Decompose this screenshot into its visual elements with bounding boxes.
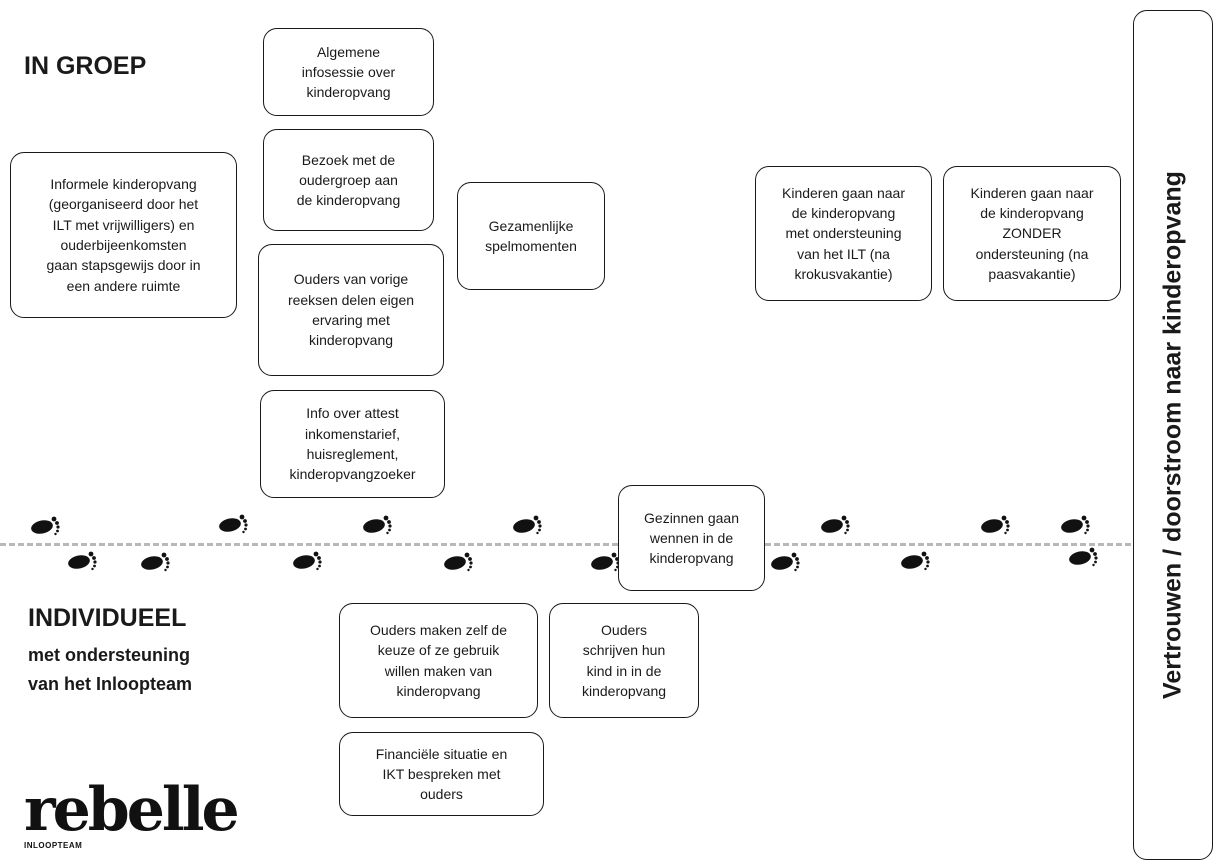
footprint-icon [31,516,60,536]
footprint-icon [444,552,473,572]
footprint-icon [981,515,1010,535]
footprint-icon [513,515,542,535]
footprint-icon [901,551,930,571]
step-gezinnen-wennen: Gezinnen gaan wennen in de kinderopvang [618,485,765,591]
footprint-icon [1069,547,1098,567]
footprint-icon [293,551,322,571]
footprint-icon [821,515,850,535]
footprint-icon [141,552,170,572]
footprint-icon [219,514,248,534]
logo-wordmark: rebelle [24,775,240,845]
footprint-icon [1061,515,1090,535]
rebelle-logo: rebelle INLOOPTEAM [24,780,254,860]
step-algemene-infosessie: Algemene infosessie over kinderopvang [263,28,434,116]
heading-individueel: INDIVIDUEEL [28,604,187,632]
step-gezamenlijke-spelmomenten: Gezamenlijke spelmomenten [457,182,605,290]
step-ouders-schrijven-in: Ouders schrijven hun kind in in de kinde… [549,603,699,718]
step-informele-kinderopvang: Informele kinderopvang (georganiseerd do… [10,152,237,318]
heading-individueel-subtitle: met ondersteuning van het Inloopteam [28,645,193,694]
step-financiele-situatie: Financiële situatie en IKT bespreken met… [339,732,544,816]
footprint-icon [363,515,392,535]
footprint-icon [771,552,800,572]
trust-side-label: Vertrouwen / doorstroom naar kinderopvan… [1158,171,1187,699]
step-ouders-maken-keuze: Ouders maken zelf de keuze of ze gebruik… [339,603,538,718]
step-kinderen-zonder-ondersteuning: Kinderen gaan naar de kinderopvang ZONDE… [943,166,1121,301]
footprint-icon [591,552,620,572]
step-ouders-vorige-reeksen: Ouders van vorige reeksen delen eigen er… [258,244,444,376]
footprint-icon [68,551,97,571]
step-info-attest: Info over attest inkomenstarief, huisreg… [260,390,445,498]
step-kinderen-met-ondersteuning: Kinderen gaan naar de kinderopvang met o… [755,166,932,301]
logo-subtitle: INLOOPTEAM [24,841,83,850]
trust-side-panel [1133,10,1213,860]
heading-in-groep: IN GROEP [24,52,147,80]
timeline-dashed-line [0,543,1140,546]
step-bezoek-oudergroep: Bezoek met de oudergroep aan de kinderop… [263,129,434,231]
